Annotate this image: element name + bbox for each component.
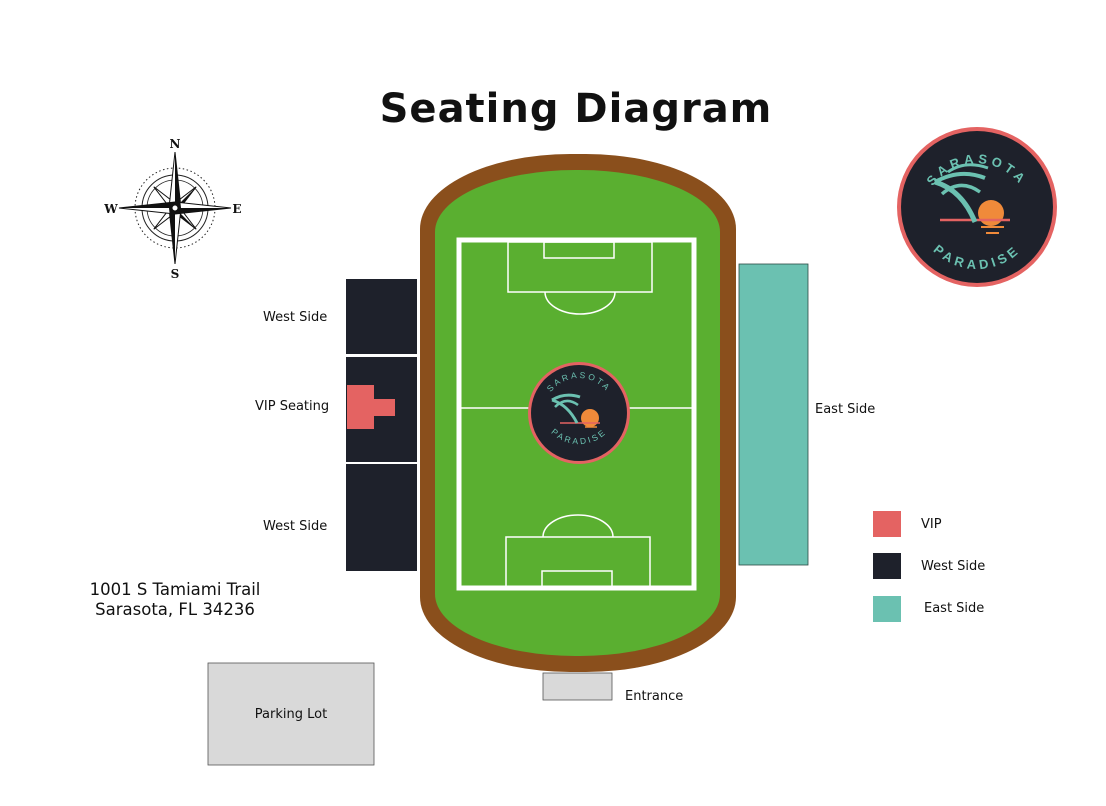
compass-east: E xyxy=(232,202,241,216)
venue-address: 1001 S Tamiami Trail Sarasota, FL 34236 xyxy=(70,580,280,620)
legend-label-west: West Side xyxy=(921,559,986,574)
page-title: Seating Diagram xyxy=(379,86,773,132)
east-side-label: East Side xyxy=(815,402,876,417)
legend-swatch-vip xyxy=(873,511,901,537)
compass-south: S xyxy=(171,267,180,281)
legend-label-east: East Side xyxy=(924,601,985,616)
west-side-upper-label: West Side xyxy=(263,310,328,325)
east-side-block xyxy=(738,263,809,566)
center-logo: SARASOTA PARADISE xyxy=(528,362,630,464)
sarasota-paradise-logo: SARASOTA PARADISE xyxy=(897,127,1057,287)
compass-rose-icon: N S E W xyxy=(103,137,241,281)
compass-north: N xyxy=(170,137,181,151)
palm-sunset-icon xyxy=(934,163,1010,234)
legend-swatch-west xyxy=(873,553,901,579)
address-line-1: 1001 S Tamiami Trail xyxy=(89,580,261,599)
address-line-2: Sarasota, FL 34236 xyxy=(95,600,255,619)
compass-west: W xyxy=(103,202,118,216)
vip-marker xyxy=(347,385,395,429)
west-side-lower-label: West Side xyxy=(263,519,328,534)
legend-label-vip: VIP xyxy=(921,517,942,532)
parking-lot-label: Parking Lot xyxy=(254,707,328,722)
west-side-lower-block xyxy=(346,464,417,571)
west-side-upper-block xyxy=(346,279,417,354)
legend-swatch-east xyxy=(873,596,901,622)
palm-sunset-icon xyxy=(551,393,600,428)
parking-lot-block xyxy=(207,662,375,766)
entrance-label: Entrance xyxy=(625,689,684,704)
vip-seating-label: VIP Seating xyxy=(255,399,330,414)
entrance-block xyxy=(542,672,613,701)
